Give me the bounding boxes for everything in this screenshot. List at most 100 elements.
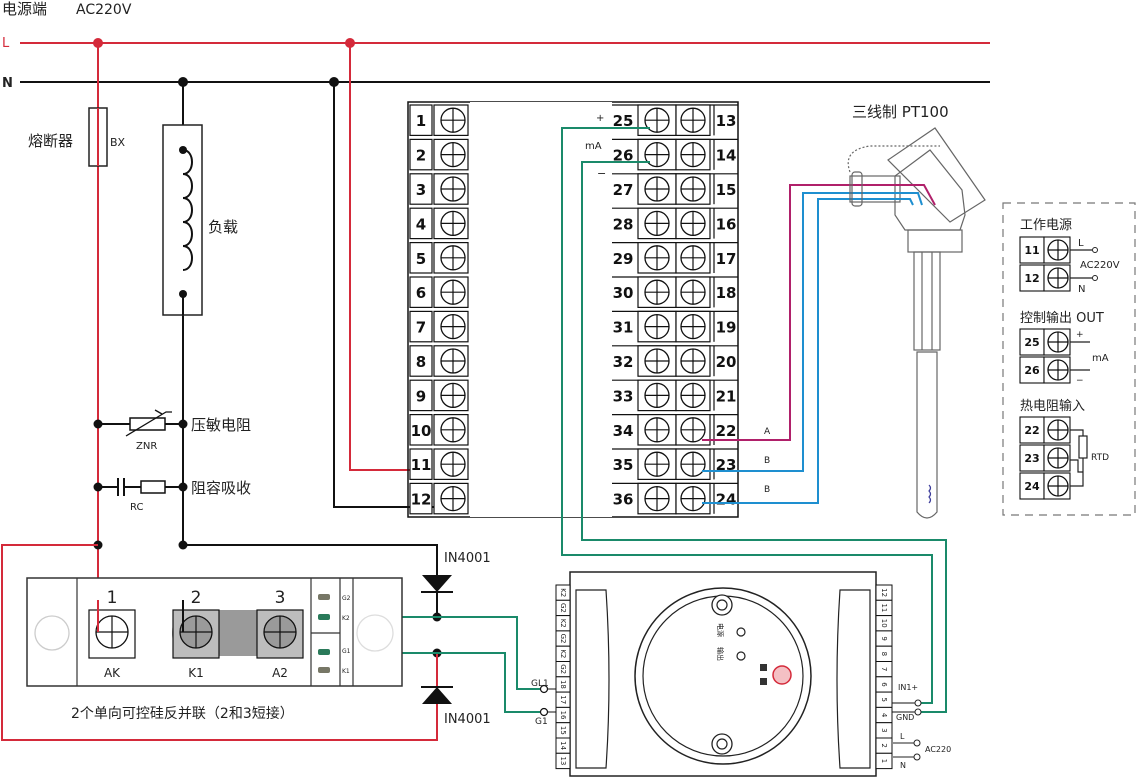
junction-dot bbox=[93, 38, 103, 48]
board-pin-left[interactable]: G2 bbox=[555, 599, 571, 617]
terminal-23[interactable]: 23 bbox=[675, 448, 736, 480]
terminal-24[interactable]: 24 bbox=[675, 482, 737, 515]
legend-terminal-number: 26 bbox=[1024, 364, 1040, 377]
board-pin-right[interactable]: 12 bbox=[875, 584, 893, 601]
controller-neutral-wire bbox=[333, 82, 440, 508]
terminal-11[interactable]: 11 bbox=[409, 448, 469, 480]
terminal-number: 33 bbox=[613, 387, 634, 405]
terminal-number: 27 bbox=[613, 181, 634, 199]
terminal-6[interactable]: 6 bbox=[409, 276, 469, 308]
terminal-number: 20 bbox=[716, 353, 737, 371]
board-label-g1: G1 bbox=[535, 717, 548, 727]
board-pin-right[interactable]: 6 bbox=[875, 676, 893, 693]
terminal-4[interactable]: 4 bbox=[409, 207, 469, 240]
legend-terminal-22: 22 bbox=[1019, 416, 1071, 444]
board-pin-left[interactable]: K2 bbox=[555, 584, 571, 601]
terminal-16[interactable]: 16 bbox=[675, 207, 736, 240]
terminal-12[interactable]: 12 bbox=[409, 482, 469, 515]
board-pin-right[interactable]: 8 bbox=[875, 645, 893, 663]
pin-label: 7 bbox=[880, 667, 888, 671]
output-plus-wire bbox=[561, 127, 933, 704]
terminal-26[interactable]: 26 bbox=[612, 138, 738, 171]
terminal-21[interactable]: 21 bbox=[675, 379, 737, 412]
terminal-28[interactable]: 28 bbox=[612, 207, 738, 240]
diode-top-icon bbox=[422, 575, 452, 592]
board-pin-right[interactable]: 1 bbox=[875, 752, 893, 770]
terminal-2[interactable]: 2 bbox=[409, 138, 469, 171]
pin-label: 12 bbox=[880, 588, 888, 597]
terminal-10[interactable]: 10 bbox=[409, 414, 469, 446]
terminal-number: 2 bbox=[416, 147, 426, 165]
diode-top-label: IN4001 bbox=[444, 551, 491, 566]
terminal-25[interactable]: 25 bbox=[612, 104, 738, 136]
snubber-code: RC bbox=[130, 502, 143, 513]
rtd-wire-a bbox=[702, 184, 924, 441]
board-pin-right[interactable]: 7 bbox=[875, 661, 893, 678]
terminal-number: 1 bbox=[416, 112, 426, 130]
varistor-code: ZNR bbox=[136, 441, 157, 452]
board-pin-right[interactable]: 5 bbox=[875, 691, 893, 708]
terminal-35[interactable]: 35 bbox=[612, 448, 738, 480]
terminal-20[interactable]: 20 bbox=[675, 345, 737, 377]
indicator-output-label: 输出 bbox=[716, 647, 725, 661]
terminal-3[interactable]: 3 bbox=[409, 173, 469, 205]
terminal-34[interactable]: 34 bbox=[612, 414, 738, 446]
board-pin-left[interactable]: 18 bbox=[555, 676, 571, 693]
terminal-number: 21 bbox=[716, 387, 737, 405]
board-pin-left[interactable]: 13 bbox=[555, 752, 571, 770]
terminal-17[interactable]: 17 bbox=[675, 242, 736, 274]
board-pin-right[interactable]: 3 bbox=[875, 722, 893, 739]
terminal-number: 36 bbox=[613, 491, 634, 509]
board-pin-left[interactable]: 15 bbox=[555, 722, 571, 739]
board-pin-right[interactable]: 11 bbox=[875, 599, 893, 617]
terminal-8[interactable]: 8 bbox=[409, 345, 469, 377]
terminal-18[interactable]: 18 bbox=[675, 276, 737, 308]
board-label-n: N bbox=[900, 761, 906, 770]
gate-wire-1 bbox=[325, 616, 540, 690]
terminal-14[interactable]: 14 bbox=[675, 138, 736, 171]
board-pin-left[interactable]: K2 bbox=[555, 615, 571, 632]
terminal-number: 34 bbox=[613, 422, 634, 440]
junction-dot bbox=[178, 77, 188, 87]
pin-label: K2 bbox=[559, 649, 567, 658]
gate-feed-wire bbox=[183, 544, 438, 575]
terminal-9[interactable]: 9 bbox=[409, 379, 469, 412]
board-pin-left[interactable]: 14 bbox=[555, 737, 571, 754]
terminal-number: 18 bbox=[716, 284, 737, 302]
board-pin-right[interactable]: 9 bbox=[875, 630, 893, 647]
output-plus-label: + bbox=[596, 113, 604, 124]
terminal-30[interactable]: 30 bbox=[612, 276, 738, 308]
board-pin-left[interactable]: 16 bbox=[555, 706, 571, 724]
board-pin-left[interactable]: G2 bbox=[555, 630, 571, 647]
terminal-number: 24 bbox=[716, 491, 737, 509]
thyristor-terminal-number: 1 bbox=[107, 588, 118, 608]
board-pin-right[interactable]: 10 bbox=[875, 615, 893, 632]
terminal-19[interactable]: 19 bbox=[675, 310, 736, 343]
terminal-27[interactable]: 27 bbox=[612, 173, 738, 205]
pin-label: 13 bbox=[559, 756, 567, 765]
board-pin-right[interactable]: 4 bbox=[875, 706, 893, 724]
thyristor-terminal-1[interactable]: 1AK bbox=[88, 588, 136, 680]
board-pin-left[interactable]: K2 bbox=[555, 645, 571, 663]
diode-bottom-label: IN4001 bbox=[444, 712, 491, 727]
junction-dot bbox=[93, 419, 103, 429]
terminal-13[interactable]: 13 bbox=[675, 104, 736, 136]
terminal-7[interactable]: 7 bbox=[409, 310, 469, 343]
board-pin-left[interactable]: G2 bbox=[555, 661, 571, 678]
terminal-31[interactable]: 31 bbox=[612, 310, 738, 343]
adjust-knob-icon[interactable] bbox=[772, 665, 792, 685]
gate-pin-label: G2 bbox=[342, 595, 351, 602]
terminal-5[interactable]: 5 bbox=[409, 242, 469, 274]
thyristor-terminal-2[interactable]: 2K1 bbox=[172, 588, 220, 680]
thyristor-terminal-3[interactable]: 3A2 bbox=[256, 588, 304, 680]
terminal-15[interactable]: 15 bbox=[675, 173, 736, 205]
terminal-29[interactable]: 29 bbox=[612, 242, 738, 274]
board-pin-right[interactable]: 2 bbox=[875, 737, 893, 754]
pin-label: 17 bbox=[559, 695, 567, 704]
board-pin-left[interactable]: 17 bbox=[555, 691, 571, 708]
terminal-1[interactable]: 1 bbox=[409, 104, 469, 136]
terminal-33[interactable]: 33 bbox=[612, 379, 738, 412]
terminal-32[interactable]: 32 bbox=[612, 345, 738, 377]
terminal-36[interactable]: 36 bbox=[612, 482, 738, 515]
